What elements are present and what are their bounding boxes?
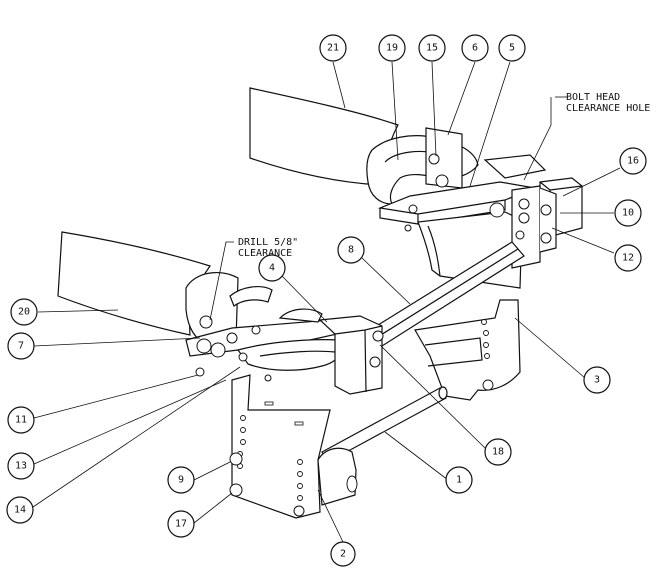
callout-9-label: 9	[178, 475, 184, 486]
note-bolt-head-line1: BOLT HEAD	[566, 92, 620, 103]
upper-receiver-block	[511, 177, 583, 269]
callout-3: 3	[583, 366, 611, 394]
callout-8-label: 8	[348, 245, 354, 256]
callout-2: 2	[330, 541, 356, 567]
callout-18: 18	[484, 438, 512, 466]
callout-1-label: 1	[456, 475, 462, 486]
callout-15-label: 15	[426, 43, 438, 54]
callout-8: 8	[337, 236, 365, 264]
note-drill-line2: CLEARANCE	[238, 248, 292, 259]
callout-9: 9	[167, 466, 195, 494]
callout-15: 15	[418, 34, 446, 62]
callout-3-label: 3	[594, 375, 600, 386]
lower-mount-bracket	[185, 271, 384, 395]
callout-21: 21	[319, 34, 347, 62]
callout-13: 13	[7, 452, 35, 480]
note-drill-line1: DRILL 5/8"	[238, 237, 298, 248]
callout-2-label: 2	[340, 549, 346, 560]
callout-13-label: 13	[15, 461, 27, 472]
callout-7: 7	[7, 332, 35, 360]
callout-19: 19	[378, 34, 406, 62]
callout-6: 6	[461, 34, 489, 62]
note-drill-clearance: DRILL 5/8" CLEARANCE	[238, 237, 298, 259]
callout-5-label: 5	[509, 43, 515, 54]
callout-20: 20	[10, 298, 38, 326]
callout-17-label: 17	[175, 519, 187, 530]
note-bolt-head-clearance: BOLT HEAD CLEARANCE HOLE	[566, 92, 650, 114]
callout-20-label: 20	[18, 307, 30, 318]
callout-4-label: 4	[269, 263, 275, 274]
callout-12: 12	[614, 244, 642, 272]
callout-1: 1	[445, 466, 473, 494]
callout-21-label: 21	[327, 43, 339, 54]
left-plate-2	[229, 374, 358, 519]
callout-7-label: 7	[18, 341, 24, 352]
callout-12-label: 12	[622, 253, 634, 264]
callout-17: 17	[167, 510, 195, 538]
callout-11: 11	[7, 406, 35, 434]
callout-19-label: 19	[386, 43, 398, 54]
callout-14-label: 14	[14, 505, 26, 516]
callout-14: 14	[6, 496, 34, 524]
right-plate-3	[414, 299, 521, 401]
callout-4: 4	[258, 254, 286, 282]
callout-10-label: 10	[622, 208, 634, 219]
callout-18-label: 18	[492, 447, 504, 458]
callout-6-label: 6	[472, 43, 478, 54]
callout-5: 5	[498, 34, 526, 62]
note-bolt-head-line2: CLEARANCE HOLE	[566, 103, 650, 114]
callout-11-label: 11	[15, 415, 27, 426]
callout-16-label: 16	[627, 156, 639, 167]
callout-16: 16	[619, 147, 647, 175]
leader-lines	[32, 61, 621, 543]
callout-10: 10	[614, 199, 642, 227]
